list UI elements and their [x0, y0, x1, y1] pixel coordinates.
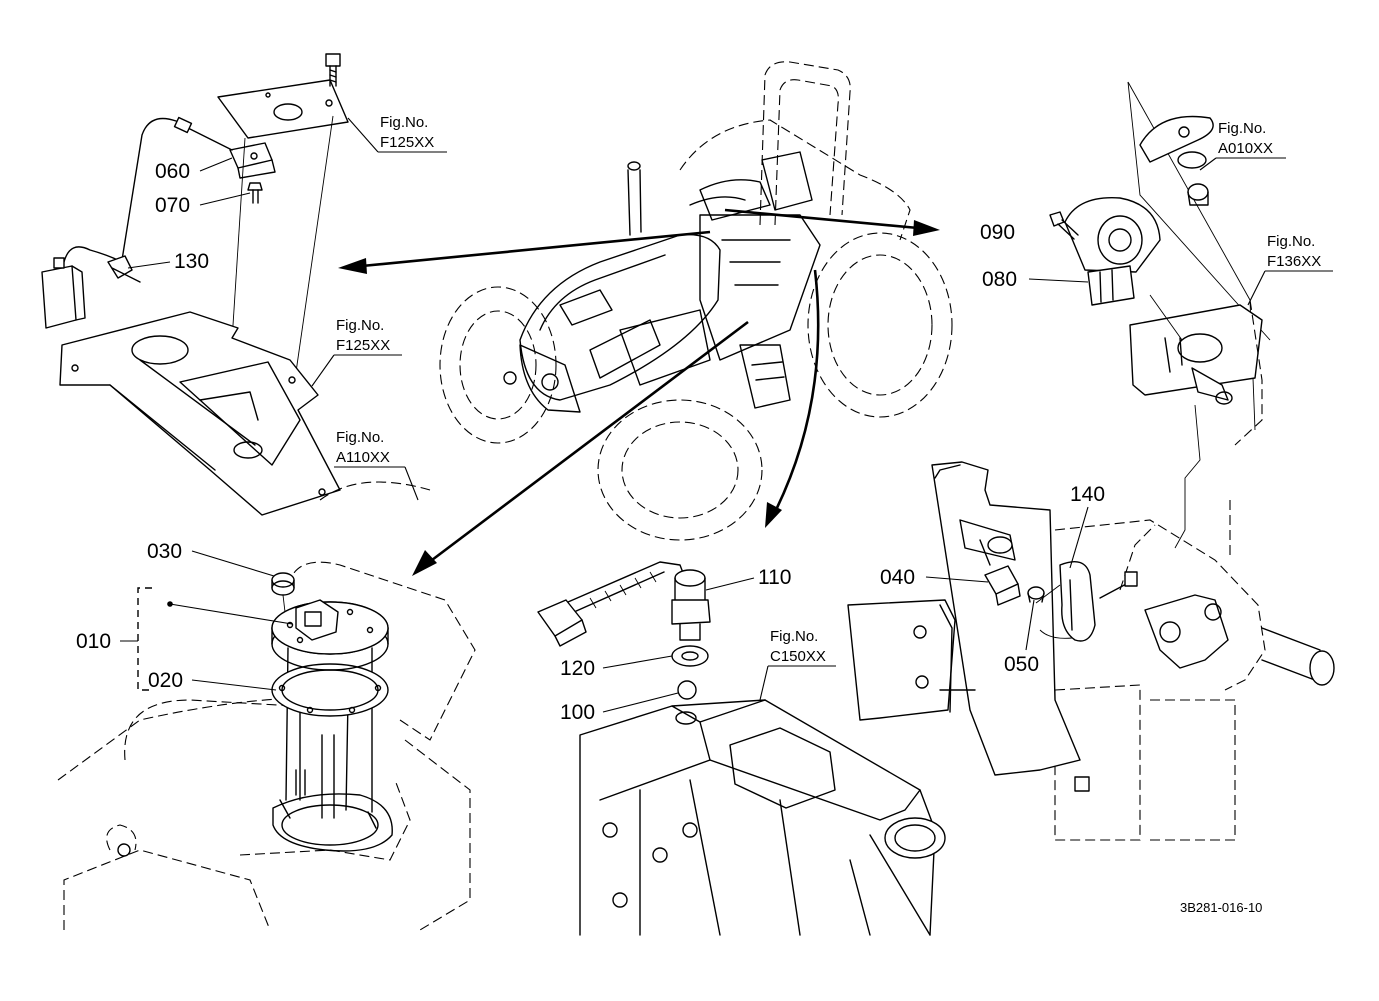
part-label: 090	[980, 221, 1015, 244]
fig-ref-label: Fig.No.	[770, 628, 818, 645]
pressure-switch-assembly	[537, 561, 946, 936]
fig-ref-label: Fig.No.	[1218, 120, 1266, 137]
fig-ref-code: F125XX	[336, 337, 390, 354]
fig-ref-label: Fig.No.	[1267, 233, 1315, 250]
fuel-sender-assembly	[57, 481, 476, 931]
part-label: 100	[560, 701, 595, 724]
brake-switch-assembly	[847, 299, 1335, 841]
fig-ref-code: C150XX	[770, 648, 826, 665]
fig-ref-code: A010XX	[1218, 140, 1273, 157]
part-label: 140	[1070, 483, 1105, 506]
part-label: 060	[155, 160, 190, 183]
part-label: 070	[155, 194, 190, 217]
diagram-code: 3B281-016-10	[1180, 900, 1262, 915]
fig-ref-label: Fig.No.	[380, 114, 428, 131]
part-label: 130	[174, 250, 209, 273]
part-labels: 060 070 130 030 010 020 110 120 100 090 …	[76, 157, 1105, 724]
fig-ref-label: Fig.No.	[336, 429, 384, 446]
part-label: 080	[982, 268, 1017, 291]
fig-ref-code: F125XX	[380, 134, 434, 151]
figure-refs: Fig.No. F125XX Fig.No. F125XX Fig.No. A1…	[311, 114, 1333, 701]
part-label: 040	[880, 566, 915, 589]
fig-ref-code: F136XX	[1267, 253, 1321, 270]
fig-ref-label: Fig.No.	[336, 317, 384, 334]
tractor-illustration	[439, 61, 953, 541]
pointer-arrows	[338, 208, 940, 576]
sensor-bracket-assembly	[41, 53, 349, 516]
part-label: 020	[148, 669, 183, 692]
rotary-sensor-assembly	[1049, 81, 1271, 549]
part-label: 030	[147, 540, 182, 563]
part-label: 050	[1004, 653, 1039, 676]
part-label: 120	[560, 657, 595, 680]
part-label: 010	[76, 630, 111, 653]
part-label: 110	[758, 566, 791, 589]
fig-ref-code: A110XX	[336, 449, 390, 466]
